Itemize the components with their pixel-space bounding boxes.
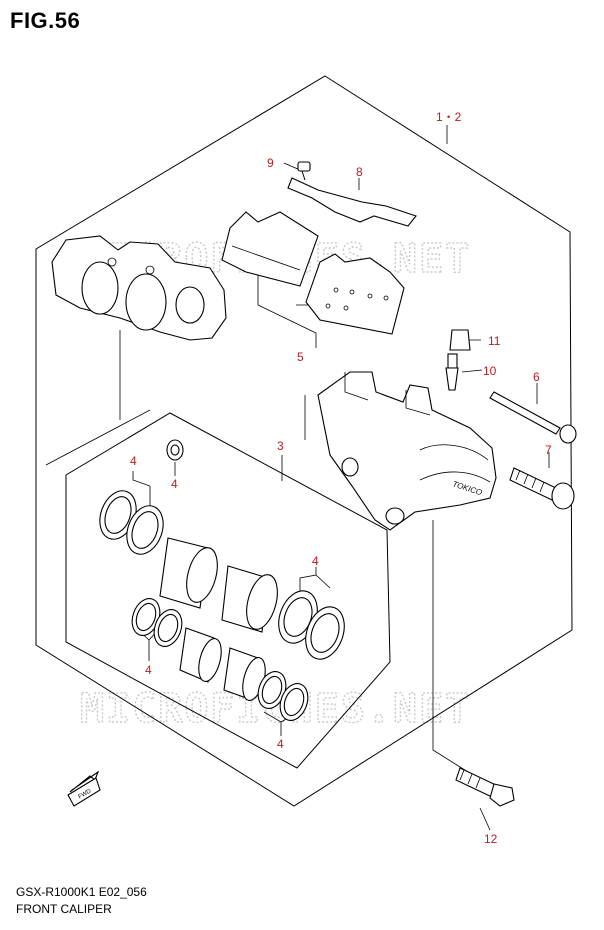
piston-seals-lower-right	[257, 671, 309, 721]
piston-kit-frame	[65, 412, 391, 769]
callout-10: 10	[483, 364, 497, 378]
forward-direction-arrow-icon: FWD	[67, 770, 101, 807]
pad-pin	[489, 391, 577, 444]
model-code: GSX-R1000K1 E02_056	[16, 885, 147, 899]
piston-large-1	[159, 537, 218, 609]
callout-12: 12	[484, 832, 498, 846]
callout-9: 9	[267, 156, 274, 170]
callout-7: 7	[545, 443, 552, 457]
piston-seals-right	[278, 590, 345, 660]
piston-large-2	[221, 565, 278, 633]
figure-title: FIG.56	[10, 8, 81, 33]
pad-spring	[287, 177, 417, 227]
callout-3: 3	[277, 439, 284, 453]
brake-pad-left	[221, 211, 319, 287]
washer	[166, 439, 184, 461]
bleeder-cap	[449, 329, 471, 351]
callout-11: 11	[488, 334, 501, 348]
piston-seals-lower-left	[131, 598, 183, 647]
section-name: FRONT CALIPER	[16, 902, 112, 916]
callout-5: 5	[297, 350, 304, 364]
callout-4-upper-left: 4	[130, 454, 137, 468]
callout-1-2: 1・2	[436, 110, 462, 124]
callout-4-washer: 4	[171, 477, 178, 491]
spring-screw	[297, 161, 311, 181]
callout-4-bottom: 4	[277, 737, 284, 751]
diagram-footer: GSX-R1000K1 E02_056 FRONT CALIPER	[16, 884, 147, 918]
caliper-outer-half	[51, 235, 227, 341]
brake-pad-right	[305, 253, 405, 335]
callout-4-right: 4	[312, 554, 319, 568]
caliper-body: TOKICO	[317, 371, 497, 531]
caliper-plug-bolt	[509, 467, 575, 510]
callout-4-lower-left: 4	[145, 663, 152, 677]
assembly-outline-frame	[35, 75, 573, 807]
piston-small-1	[179, 627, 222, 683]
bleeder-valve	[445, 353, 459, 391]
piston-seals-upper	[99, 490, 164, 555]
callout-6: 6	[533, 370, 540, 384]
callout-8: 8	[356, 165, 363, 179]
mounting-bolt	[455, 767, 515, 807]
